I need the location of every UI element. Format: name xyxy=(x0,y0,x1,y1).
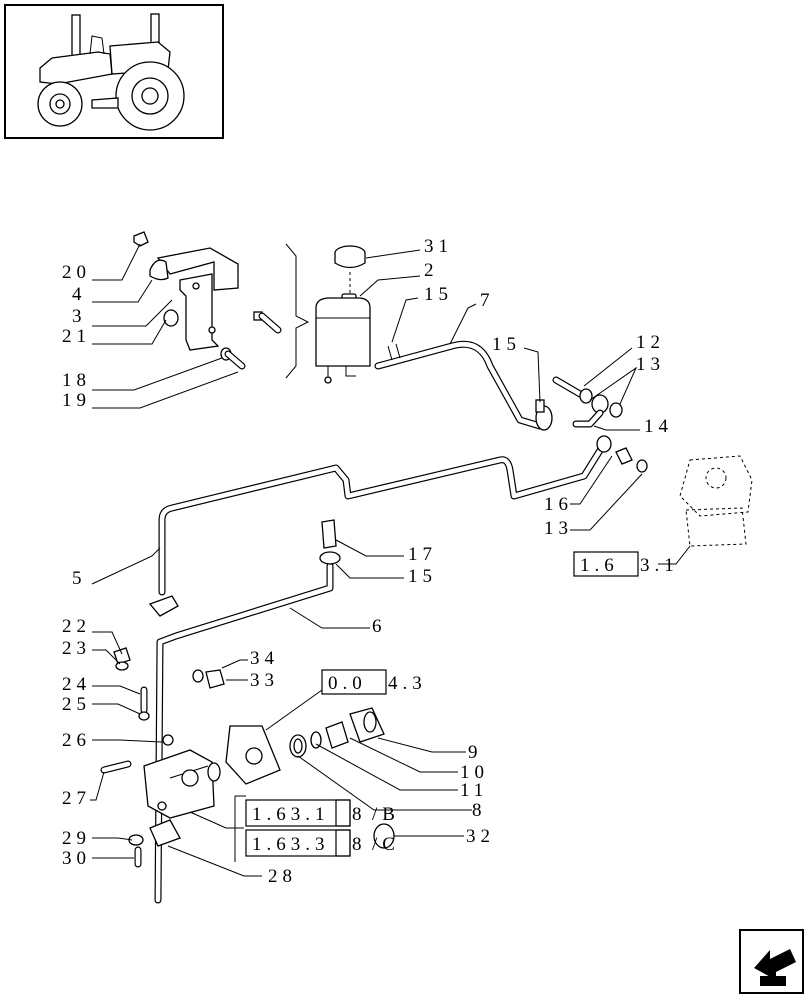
bleed-cap xyxy=(319,519,341,565)
label-5: 5 xyxy=(72,568,87,589)
label-19: 19 xyxy=(62,390,91,411)
coupler xyxy=(349,707,385,743)
mounting-bracket xyxy=(149,247,239,351)
pipe-6 xyxy=(154,562,334,904)
label-32: 32 xyxy=(466,826,495,847)
plug xyxy=(205,669,225,689)
label-29: 29 xyxy=(62,828,91,849)
fluid-reservoir xyxy=(315,245,371,384)
label-15-reservoir: 15 xyxy=(424,284,453,305)
label-27: 27 xyxy=(62,788,91,809)
label-9: 9 xyxy=(468,742,483,763)
label-11: 11 xyxy=(460,780,488,801)
adapter xyxy=(325,721,349,749)
label-18: 18 xyxy=(62,370,91,391)
return-arrow-button[interactable] xyxy=(739,929,804,994)
washer xyxy=(609,402,623,418)
label-2: 2 xyxy=(424,260,439,281)
bolt xyxy=(224,350,246,370)
label-22: 22 xyxy=(62,616,91,637)
ref-c-box-text: 1.63.3 xyxy=(252,834,330,855)
ref-c-mid-text: 8 xyxy=(352,834,367,855)
hydraulic-pump xyxy=(143,734,221,847)
label-30: 30 xyxy=(62,848,91,869)
label-10: 10 xyxy=(460,762,489,783)
label-4: 4 xyxy=(72,284,87,305)
banjo-bolt xyxy=(552,376,593,404)
return-arrow-icon xyxy=(754,949,796,986)
pipe-5 xyxy=(148,435,612,617)
label-23: 23 xyxy=(62,638,91,659)
label-17: 17 xyxy=(408,544,437,565)
label-33: 33 xyxy=(250,670,279,691)
label-26: 26 xyxy=(62,730,91,751)
washer xyxy=(115,661,129,671)
ref-c-suffix-text: /C xyxy=(372,834,400,855)
o-ring xyxy=(310,731,322,749)
label-15-pipe: 15 xyxy=(492,334,521,355)
tractor-thumbnail[interactable] xyxy=(4,4,224,139)
part-labels: 20 4 3 21 18 19 31 2 15 7 15 12 13 14 16… xyxy=(62,236,673,887)
washer xyxy=(636,459,648,473)
banjo-fitting xyxy=(572,394,609,428)
label-21: 21 xyxy=(62,326,91,347)
steering-unit xyxy=(679,455,753,547)
label-12: 12 xyxy=(636,332,665,353)
leader-lines xyxy=(90,243,691,877)
label-7: 7 xyxy=(480,290,495,311)
tractor-thumbnail-icon xyxy=(37,13,185,131)
nut xyxy=(133,231,149,247)
washer xyxy=(138,711,150,721)
label-28: 28 xyxy=(268,866,297,887)
cross-ref-0043[interactable]: 0.0 4.3 xyxy=(321,669,427,695)
cross-ref-1633-c[interactable]: 1.63.3 8 /C xyxy=(245,829,400,857)
cross-ref-1631[interactable]: 1.6 3.1 xyxy=(573,551,679,577)
label-25: 25 xyxy=(62,694,91,715)
label-31: 31 xyxy=(424,236,453,257)
label-20: 20 xyxy=(62,262,91,283)
washer xyxy=(192,669,204,683)
label-24: 24 xyxy=(62,674,91,695)
label-16: 16 xyxy=(544,494,573,515)
ref-0043-box-text: 0.0 xyxy=(328,673,367,694)
label-6: 6 xyxy=(372,616,387,637)
union-fitting xyxy=(615,447,633,465)
bolt xyxy=(253,311,282,334)
label-14: 14 xyxy=(644,416,673,437)
seal-ring xyxy=(289,734,307,758)
label-15-cap: 15 xyxy=(408,566,437,587)
cross-ref-1631-b[interactable]: 1.63.1 8 /B xyxy=(245,799,400,827)
label-13-bottom: 13 xyxy=(544,518,573,539)
ref-0043-rest-text: 4.3 xyxy=(388,673,427,694)
label-8: 8 xyxy=(472,800,487,821)
bushing xyxy=(163,309,179,327)
bolt xyxy=(100,760,132,774)
ref-1631-box-text: 1.6 xyxy=(580,555,619,576)
gasket xyxy=(225,725,281,785)
label-3: 3 xyxy=(72,306,87,327)
ref-b-mid-text: 8 xyxy=(352,804,367,825)
label-34: 34 xyxy=(250,648,279,669)
ref-b-suffix-text: /B xyxy=(372,804,400,825)
ref-1631-rest-text: 3.1 xyxy=(640,555,679,576)
pipe-7 xyxy=(374,340,553,431)
label-13-top: 13 xyxy=(636,354,665,375)
ref-b-box-text: 1.63.1 xyxy=(252,804,330,825)
